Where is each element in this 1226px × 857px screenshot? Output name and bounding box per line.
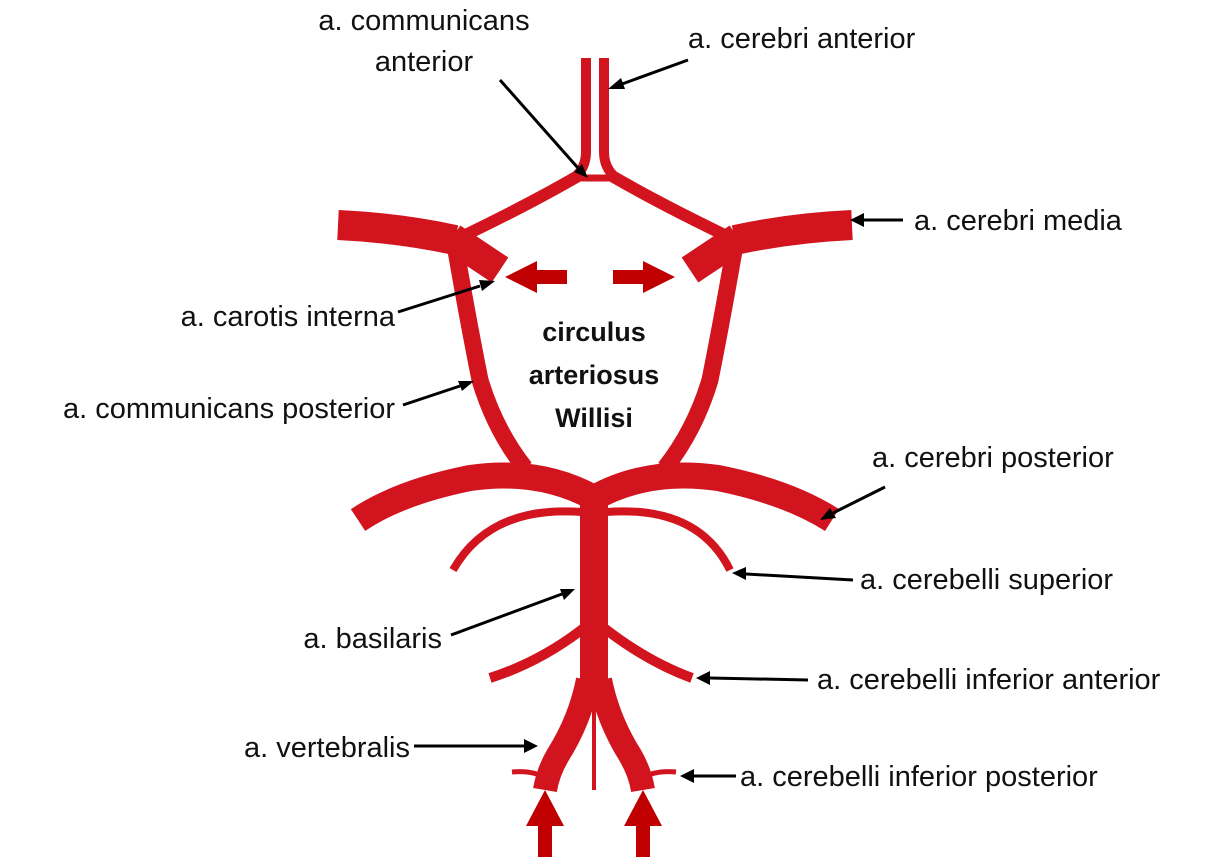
flow-arrow-up-left [526,790,564,857]
pointer-communicans-posterior [403,386,460,405]
pointer-basilaris [451,594,562,635]
center-title-line3: Willisi [555,403,633,433]
label-cerebri-media: a. cerebri media [914,205,1123,237]
flow-arrow-left [505,261,567,293]
pointer-carotis-interna-head [479,280,495,291]
pointer-cerebelli-inferior-posterior-head [680,769,694,783]
pointer-cerebelli-inferior-anterior-head [696,671,710,685]
label-cerebri-anterior: a. cerebri anterior [688,23,916,55]
flow-arrow-up-right [624,790,662,857]
vessel-vertebralis-left [545,680,588,790]
center-title-line1: circulus [542,317,646,347]
pointer-cerebri-posterior [833,487,885,513]
vessel-cerebri-media-right [735,225,852,240]
pointer-basilaris-head [560,589,575,600]
label-communicans-anterior-line2: anterior [375,46,474,78]
vessel-cerebelli-inferior-anterior-left [490,628,584,678]
pointer-cerebelli-superior-head [732,567,746,580]
label-communicans-anterior-line1: a. communicans [318,5,529,37]
labels: a. communicans anterior a. cerebri anter… [63,5,1161,793]
label-communicans-posterior: a. communicans posterior [63,393,395,425]
center-title-line2: arteriosus [529,360,660,390]
pointer-cerebelli-inferior-anterior [710,678,808,680]
pointer-cerebri-anterior-head [608,78,625,89]
vessel-cerebri-anterior-left [574,58,586,178]
pointer-cerebri-media-head [850,213,864,227]
label-basilaris: a. basilaris [303,623,442,655]
label-carotis-interna: a. carotis interna [181,301,396,333]
pointer-vertebralis-head [524,739,538,753]
flow-arrow-right [613,261,675,293]
pointer-cerebelli-superior [746,574,853,580]
vessel-a1-left [455,176,578,240]
vessel-cerebri-media-left [338,225,455,240]
pointer-cerebri-anterior [622,60,688,84]
label-cerebelli-inferior-anterior: a. cerebelli inferior anterior [817,664,1161,696]
center-title: circulus arteriosus Willisi [529,317,660,433]
label-cerebelli-superior: a. cerebelli superior [860,564,1113,596]
label-cerebelli-inferior-posterior: a. cerebelli inferior posterior [740,761,1098,793]
pointer-communicans-anterior [500,80,578,168]
label-vertebralis: a. vertebralis [244,732,410,764]
vessel-cerebelli-superior-right [606,511,730,570]
vessel-cerebri-anterior-right [604,58,616,178]
vessel-vertebralis-right [600,680,643,790]
vessel-cerebelli-inferior-anterior-right [604,628,692,678]
vessel-a1-right [612,176,735,240]
vessel-cerebelli-superior-left [453,511,582,570]
label-cerebri-posterior: a. cerebri posterior [872,442,1114,474]
pointer-communicans-posterior-head [458,381,474,391]
